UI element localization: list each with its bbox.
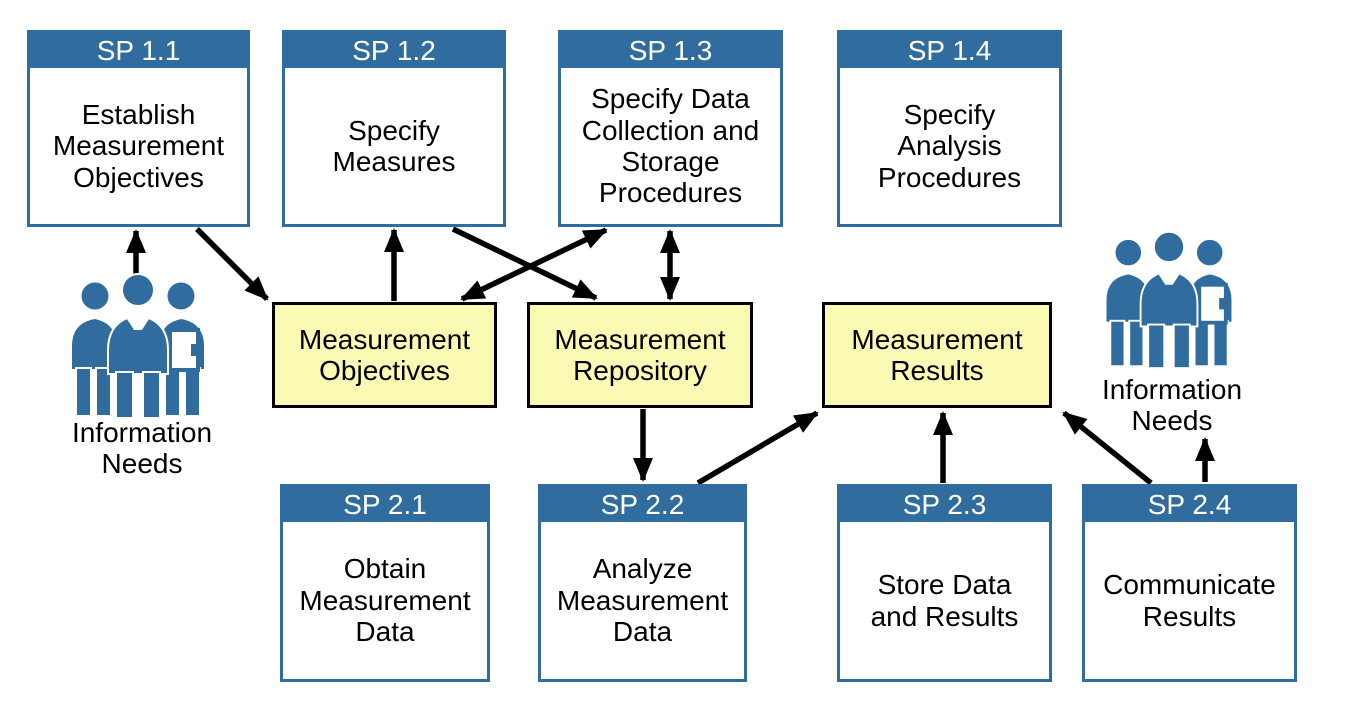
- sp-1-2-header: SP 1.2: [285, 33, 503, 68]
- sp-2-4-header: SP 2.4: [1085, 487, 1294, 522]
- sp-1-1-label: Establish Measurement Objectives: [52, 98, 225, 193]
- sp-1-3-label: Specify Data Collection and Storage Proc…: [581, 83, 760, 209]
- sp-2-4-label: Communicate Results: [1103, 569, 1276, 632]
- information-needs-label-right: Information Needs: [1101, 374, 1243, 437]
- sp-box-2-2: SP 2.2 Analyze Measurement Data: [538, 484, 747, 682]
- sp-box-1-3: SP 1.3 Specify Data Collection and Stora…: [558, 30, 783, 227]
- sp-box-2-4: SP 2.4 Communicate Results: [1082, 484, 1297, 682]
- sp-2-1-header: SP 2.1: [283, 487, 487, 522]
- sp-2-3-header: SP 2.3: [840, 487, 1049, 522]
- sp-box-1-1: SP 1.1 Establish Measurement Objectives: [27, 30, 250, 227]
- store-measurement-results: Measurement Results: [822, 302, 1052, 408]
- sp-box-2-3: SP 2.3 Store Data and Results: [837, 484, 1052, 682]
- arrow-sp-1-2-to-measurement-repository: [451, 226, 598, 301]
- arrow-sp-2-2-to-measurement-results: [696, 410, 819, 486]
- store-measurement-repository: Measurement Repository: [527, 302, 753, 408]
- sp-1-2-label: Specify Measures: [332, 114, 456, 177]
- people-group-icon-right: [1104, 230, 1234, 370]
- sp-1-1-header: SP 1.1: [30, 33, 247, 68]
- arrow-measurement-objectives-to-sp-1-3-bidirectional: [460, 227, 608, 302]
- sp-1-4-label: Specify Analysis Procedures: [877, 98, 1022, 193]
- store-measurement-objectives: Measurement Objectives: [272, 302, 497, 408]
- sp-1-4-header: SP 1.4: [840, 33, 1059, 68]
- sp-2-1-label: Obtain Measurement Data: [299, 553, 471, 648]
- information-needs-label-left: Information Needs: [71, 417, 213, 480]
- sp-1-3-header: SP 1.3: [561, 33, 780, 68]
- sp-2-3-label: Store Data and Results: [870, 569, 1019, 632]
- sp-box-2-1: SP 2.1 Obtain Measurement Data: [280, 484, 490, 682]
- sp-box-1-2: SP 1.2 Specify Measures: [282, 30, 506, 227]
- people-group-icon-left: [70, 273, 206, 419]
- sp-2-2-header: SP 2.2: [541, 487, 744, 522]
- sp-2-2-label: Analyze Measurement Data: [556, 553, 729, 648]
- sp-box-1-4: SP 1.4 Specify Analysis Procedures: [837, 30, 1062, 227]
